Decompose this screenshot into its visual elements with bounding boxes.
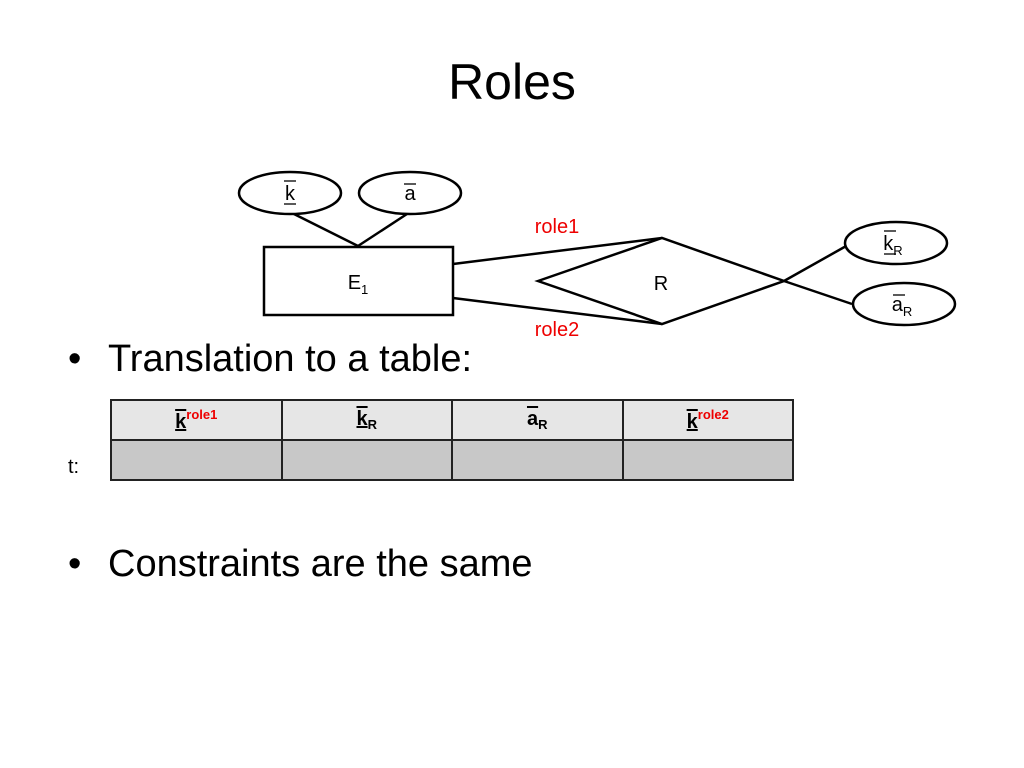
col-key-base: k (686, 410, 698, 433)
role1-line (452, 236, 663, 266)
bullet-translation-text: Translation to a table: (108, 338, 473, 380)
table-header-cell: krole1 (110, 399, 283, 441)
table-cell (110, 439, 283, 481)
table-header-cell: kR (280, 399, 453, 441)
attr-k-connector (289, 210, 359, 248)
table-header-cell: aR (451, 399, 624, 441)
attr-a-connector (357, 210, 411, 248)
attr-aR-ellipse (851, 281, 957, 327)
tuple-row-label: t: (68, 456, 80, 478)
relationship-r-label: R (654, 273, 668, 295)
role2-label: role2 (535, 319, 579, 341)
col-role-sup: role1 (186, 406, 218, 422)
entity-e1-label: E1 (348, 272, 369, 297)
table-header-row: krole1 kR aR krole2 (110, 399, 794, 441)
table-cell (280, 439, 453, 481)
role2-line (452, 296, 663, 326)
entity-e1-box (262, 245, 455, 317)
attr-k-ellipse (237, 170, 343, 216)
role1-label: role1 (535, 216, 579, 238)
relation-table: krole1 kR aR krole2 (110, 399, 794, 481)
bullet-dot: • (68, 338, 82, 380)
attr-aR-connector (783, 279, 853, 306)
col-sub: R (367, 417, 377, 432)
table-cell (451, 439, 624, 481)
table-header-cell: krole2 (621, 399, 794, 441)
bullet-constraints: • Constraints are the same (68, 541, 533, 587)
bullet-constraints-text: Constraints are the same (108, 543, 533, 585)
col-role-sup: role2 (697, 406, 729, 422)
attr-kR-label: kR (883, 233, 902, 258)
table-row (110, 439, 794, 481)
attr-kR-connector (783, 243, 849, 283)
table-cell (621, 439, 794, 481)
bullet-dot: • (68, 543, 82, 585)
attr-k-label: k (285, 183, 296, 205)
bullet-translation: • Translation to a table: (68, 336, 472, 382)
attr-a-ellipse (357, 170, 463, 216)
col-key-base: k (175, 410, 187, 433)
slide-title: Roles (448, 54, 576, 110)
attr-a-label: a (404, 183, 416, 205)
col-key-base: k (356, 408, 368, 430)
col-sub: R (538, 417, 548, 432)
relationship-r-diamond (534, 236, 788, 326)
attr-kR-ellipse (843, 220, 949, 266)
col-attr-base: a (526, 408, 539, 430)
attr-aR-label: aR (892, 294, 913, 319)
